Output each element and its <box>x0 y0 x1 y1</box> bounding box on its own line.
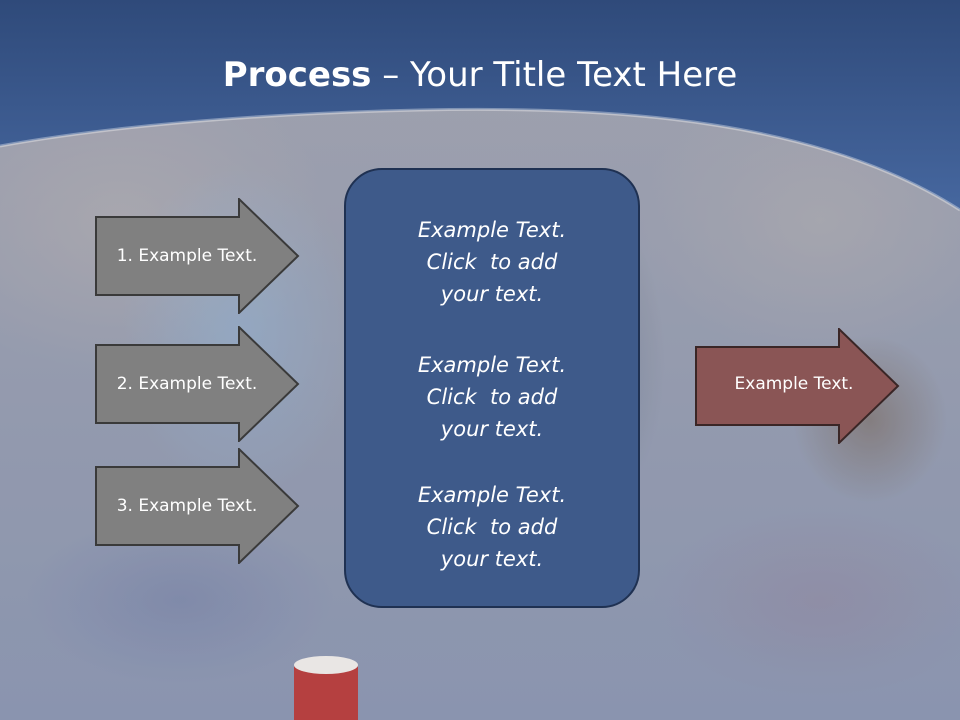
slide-title: Process – Your Title Text Here <box>0 52 960 98</box>
cup-image <box>294 656 358 720</box>
step-arrow-1[interactable]: 1. Example Text. <box>95 198 301 314</box>
title-rest: – Your Title Text Here <box>371 55 738 95</box>
center-text-block-3: Example Text. Click to add your text. <box>417 483 567 571</box>
center-text-box[interactable]: Example Text. Click to add your text. Ex… <box>344 168 640 608</box>
step-arrow-2[interactable]: 2. Example Text. <box>95 326 301 442</box>
arrow-shape-icon <box>695 328 900 444</box>
arrow-shape-icon <box>95 326 300 442</box>
result-arrow-label: Example Text. <box>734 374 854 394</box>
arrow-shape-icon <box>95 448 300 564</box>
step-arrow-3[interactable]: 3. Example Text. <box>95 448 301 564</box>
result-arrow[interactable]: Example Text. <box>695 328 901 444</box>
center-text-block-2: Example Text. Click to add your text. <box>417 353 567 441</box>
step-label-2: 2. Example Text. <box>116 374 258 394</box>
title-bold: Process <box>222 55 372 95</box>
step-label-3: 3. Example Text. <box>116 496 258 516</box>
center-text-block-1: Example Text. Click to add your text. <box>417 218 567 306</box>
arrow-shape-icon <box>95 198 300 314</box>
step-label-1: 1. Example Text. <box>116 246 258 266</box>
